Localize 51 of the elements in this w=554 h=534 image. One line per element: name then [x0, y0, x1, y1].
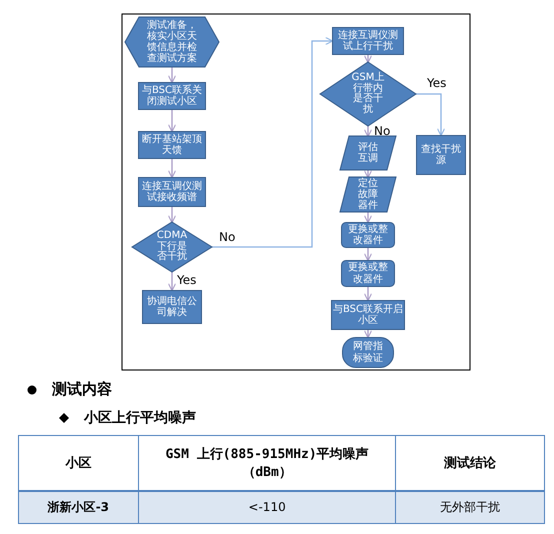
node-text: 连接互调仪测试接收频谱 — [141, 180, 203, 204]
node-text: 断开基站架顶天馈 — [141, 134, 203, 156]
arrow — [168, 110, 176, 132]
table-cell: <-110 — [138, 490, 396, 524]
edge-label: Yes — [176, 274, 198, 287]
arrow — [364, 248, 372, 262]
terminator-shape — [342, 337, 394, 368]
arrow — [364, 212, 372, 224]
edge-label: No — [218, 231, 236, 244]
arrow — [168, 207, 176, 224]
node-text: 更换或整改器件 — [347, 262, 389, 285]
arrow — [168, 159, 176, 178]
header-cell: 小区 — [18, 436, 138, 490]
process-box — [416, 135, 466, 175]
node-text: 网管指标验证 — [352, 341, 384, 364]
process-box — [142, 290, 202, 324]
node-text: 连接互调仪测试上行干扰 — [337, 30, 399, 52]
arrow — [364, 287, 372, 302]
node-text: CDMA下行是否干扰 — [156, 231, 188, 263]
node-text: 更换或整改器件 — [347, 224, 389, 246]
arrow — [168, 67, 176, 84]
arrow — [168, 272, 176, 292]
node-text: 查找干扰源 — [420, 144, 462, 166]
arrow — [364, 126, 372, 138]
heading: 测试内容 — [52, 380, 112, 400]
node-text: 定位故障器件 — [357, 178, 379, 212]
heading: 小区上行平均噪声 — [84, 408, 196, 427]
arrow — [416, 93, 446, 136]
arrow — [364, 55, 372, 64]
decision-diamond — [132, 222, 212, 272]
table-cell: 无外部干扰 — [396, 490, 544, 524]
table-cell: 浙新小区-3 — [18, 490, 138, 524]
node-text: 测试准备，核实小区天馈信息并检查测试方案 — [146, 20, 198, 64]
arrow — [364, 170, 372, 178]
data-parallelogram — [340, 136, 396, 170]
decision-diamond — [320, 62, 416, 126]
process-box — [341, 222, 395, 248]
process-box — [341, 260, 395, 287]
node-text: 与BSC联系关闭测试小区 — [141, 84, 203, 108]
process-box — [332, 27, 404, 55]
node-text: 与BSC联系开启小区 — [333, 304, 403, 326]
edge-label: Yes — [426, 77, 448, 90]
header-cell: GSM 上行(885-915MHz)平均噪声（dBm） — [138, 436, 396, 490]
preparation-hexagon — [125, 17, 219, 67]
arrow — [212, 36, 334, 248]
header-cell: 测试结论 — [396, 436, 544, 490]
node-text: 评估互调 — [357, 142, 379, 164]
data-parallelogram — [340, 177, 396, 212]
node-text: 协调电信公司解决 — [146, 296, 198, 318]
arrow — [364, 330, 372, 338]
node-text: GSM上行带内是否干扰 — [350, 73, 386, 115]
